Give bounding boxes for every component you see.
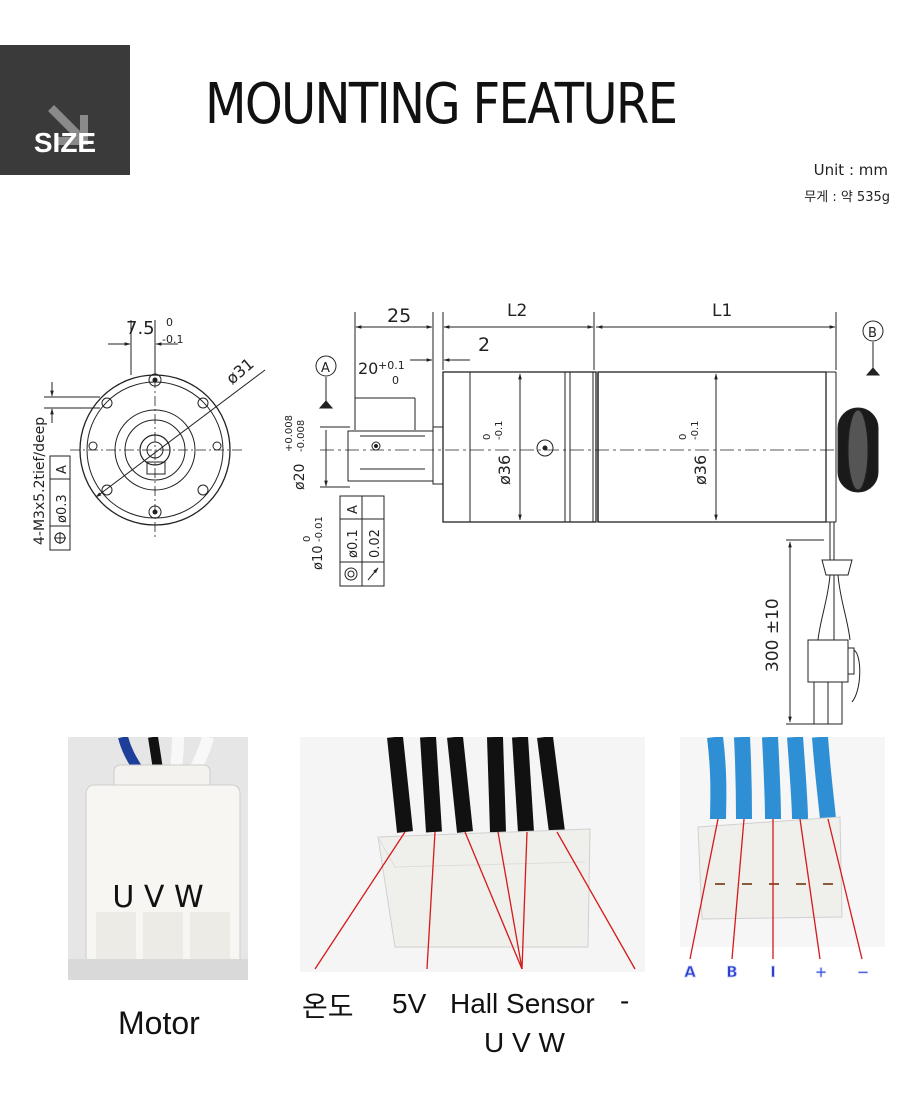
gdt-conc-val: ø0.1	[346, 529, 361, 558]
diagonal-arrow-icon	[48, 105, 88, 145]
cable-length: 300 ±10	[763, 598, 783, 672]
datum-a-label: A	[321, 361, 330, 376]
dia-36-motor-tol-lower: -0.1	[690, 420, 701, 440]
unit-label: Unit : mm	[813, 161, 888, 179]
weight-label: 무게 : 약 535g	[804, 190, 890, 205]
dia-10-tol-lower: -0.01	[314, 516, 325, 542]
size-badge: SIZE	[0, 45, 130, 175]
front-view	[44, 320, 266, 551]
encoder-label-a: A	[684, 963, 696, 981]
dia-36-gearbox: ø36	[495, 455, 514, 485]
front-dim-75-tol-upper: 0	[166, 316, 173, 329]
hall-connector-photo	[300, 737, 645, 972]
motor-pin-labels: U V W	[112, 880, 203, 915]
mounting-drawing: 25 L2 L1 2 20 +0.1 0 A B 7.5 0 -0.1 ø31 …	[32, 301, 884, 725]
front-dia-31: ø31	[222, 354, 257, 388]
dia-36-motor: ø36	[691, 455, 710, 485]
side-view	[315, 312, 884, 725]
datum-b-label: B	[868, 326, 877, 341]
front-holes-spec: 4-M3x5.2tief/deep	[32, 417, 48, 545]
dim-20-shaft-tol-lower: 0	[392, 374, 399, 387]
dia-10: ø10	[311, 546, 326, 571]
page-title: MOUNTING FEATURE	[205, 72, 678, 137]
encoder-label-plus: +	[815, 963, 828, 981]
size-badge-label: SIZE	[33, 127, 97, 158]
dim-20-shaft-tol-upper: +0.1	[378, 359, 405, 372]
dim-20-shaft: 20	[358, 359, 378, 378]
hall-label-uvw: U V W	[484, 1027, 565, 1058]
dia-20-tol-upper: +0.008	[284, 415, 295, 452]
dia-36-motor-tol-upper: 0	[678, 434, 689, 440]
dim-2: 2	[478, 334, 490, 356]
dim-25: 25	[387, 305, 411, 327]
dia-10-tol-upper: 0	[302, 536, 313, 542]
motor-caption: Motor	[118, 1005, 200, 1041]
dim-L2: L2	[507, 301, 527, 321]
encoder-label-minus: −	[857, 963, 870, 981]
dia-36-gearbox-tol-lower: -0.1	[494, 420, 505, 440]
front-dim-75-tol-lower: -0.1	[162, 333, 183, 346]
gdt-conc-datum: A	[346, 505, 361, 514]
dia-36-gearbox-tol-upper: 0	[482, 434, 493, 440]
hall-label-minus: -	[620, 985, 630, 1016]
gdt-runout-val: 0.02	[368, 529, 383, 558]
motor-connector-photo: U V W	[68, 737, 248, 980]
dim-L1: L1	[712, 301, 732, 321]
dia-20-tol-lower: -0.008	[296, 420, 307, 452]
gdt-pos-val: ø0.3	[55, 494, 70, 523]
gdt-pos-datum: A	[55, 465, 70, 474]
encoder-connector-photo: A B I + −	[680, 737, 885, 981]
encoder-label-b: B	[726, 963, 737, 981]
dia-20: ø20	[292, 464, 308, 490]
front-dim-75: 7.5	[126, 318, 155, 339]
encoder-label-i: I	[770, 963, 776, 981]
hall-label-sensor: Hall Sensor	[450, 988, 595, 1019]
hall-label-5v: 5V	[392, 988, 427, 1019]
hall-label-temp: 온도	[302, 991, 354, 1022]
